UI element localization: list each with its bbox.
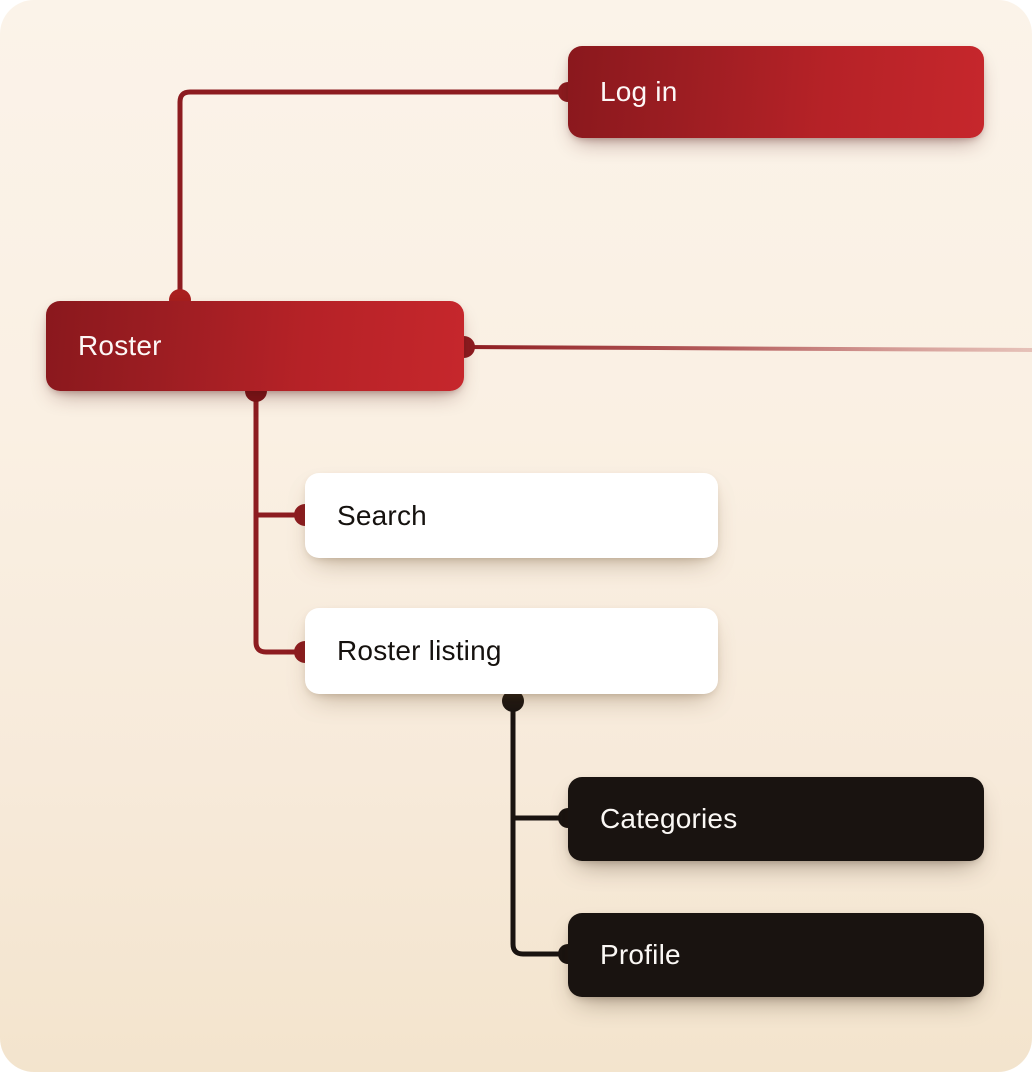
node-categories-label: Categories	[600, 803, 738, 834]
edge-roster-to-search	[253, 388, 308, 518]
node-login-label: Log in	[600, 76, 678, 107]
node-roster-listing[interactable]: Roster listing	[305, 608, 718, 694]
node-roster-label: Roster	[78, 330, 162, 361]
node-profile-label: Profile	[600, 939, 681, 970]
edge-roster-to-offscreen	[462, 345, 1032, 352]
node-search[interactable]: Search	[305, 473, 718, 558]
node-profile[interactable]: Profile	[568, 913, 984, 997]
node-categories[interactable]: Categories	[568, 777, 984, 861]
edge-roster-to-login	[177, 89, 571, 303]
node-roster-listing-label: Roster listing	[337, 635, 502, 666]
node-login[interactable]: Log in	[568, 46, 984, 138]
edge-listing-to-categories	[510, 698, 571, 821]
edge-listing-to-profile	[510, 698, 571, 957]
node-roster[interactable]: Roster	[46, 301, 464, 391]
edge-roster-to-listing	[253, 388, 308, 655]
node-search-label: Search	[337, 499, 427, 531]
